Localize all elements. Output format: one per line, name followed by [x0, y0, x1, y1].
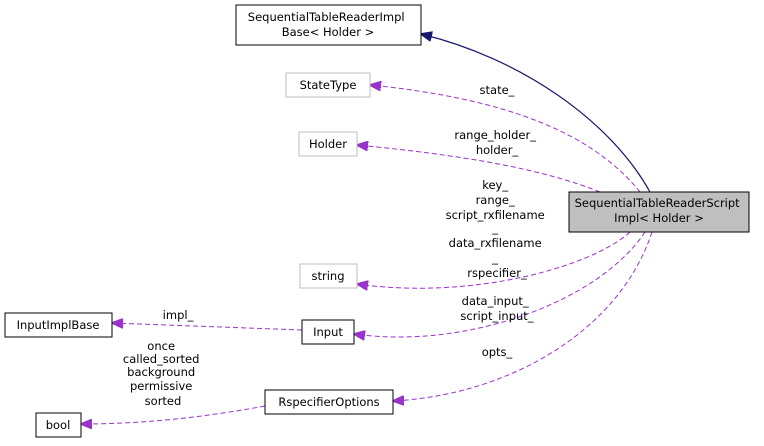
- edge-opts: [393, 231, 653, 401]
- edge-holder: [357, 145, 601, 193]
- node-input[interactable]: Input: [301, 319, 355, 345]
- svg-text:RspecifierOptions: RspecifierOptions: [278, 395, 379, 409]
- node-main[interactable]: SequentialTableReaderScript Impl< Holder…: [568, 191, 750, 233]
- svg-text:string: string: [311, 269, 344, 283]
- edge-label-state: state_: [480, 83, 515, 97]
- node-base[interactable]: SequentialTableReaderImpl Base< Holder >: [235, 4, 422, 46]
- edge-label-impl: impl_: [163, 308, 194, 322]
- edge-inherit-base: [421, 34, 651, 193]
- svg-text:SequentialTableReaderImpl: SequentialTableReaderImpl Base< Holder >: [248, 10, 408, 39]
- edge-bool: [81, 405, 266, 424]
- node-bool[interactable]: bool: [35, 412, 82, 438]
- svg-text:Holder: Holder: [309, 137, 347, 151]
- edge-label-string: key_ range_ script_rxfilename _ data_rxf…: [446, 178, 549, 280]
- edge-input: [354, 231, 646, 337]
- svg-text:Input: Input: [313, 325, 343, 339]
- svg-text:SequentialTableReaderScript: SequentialTableReaderScript Impl< Holder…: [575, 196, 744, 225]
- edge-impl: [112, 323, 303, 331]
- edge-label-opts: opts_: [482, 345, 513, 359]
- node-state-type[interactable]: StateType: [285, 72, 371, 98]
- edge-state: [370, 85, 641, 193]
- node-holder[interactable]: Holder: [298, 131, 358, 157]
- edge-label-holder: range_holder_ holder_: [454, 128, 539, 157]
- svg-text:bool: bool: [46, 418, 71, 432]
- node-rspecifier-options[interactable]: RspecifierOptions: [264, 389, 394, 415]
- edge-label-input: data_input_ script_input_: [460, 294, 533, 323]
- svg-text:StateType: StateType: [300, 78, 357, 92]
- node-input-impl-base[interactable]: InputImplBase: [4, 312, 113, 338]
- node-string[interactable]: string: [299, 263, 358, 289]
- edge-label-bool: once called_sorted background permissive…: [123, 339, 203, 408]
- svg-text:InputImplBase: InputImplBase: [17, 318, 100, 332]
